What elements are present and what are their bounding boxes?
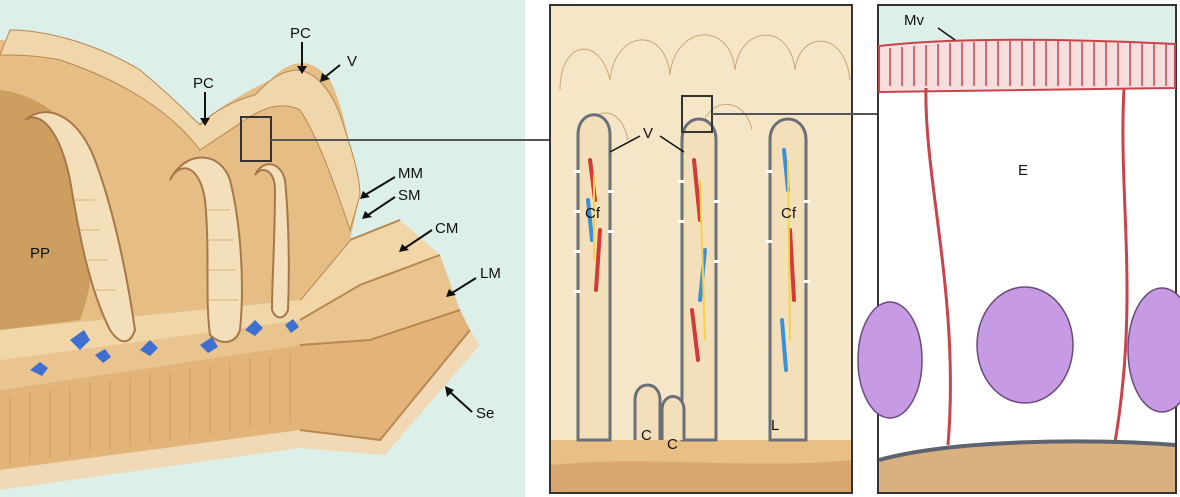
muscularis-strip xyxy=(551,460,851,492)
label-sm: SM xyxy=(398,187,421,204)
label-mv: Mv xyxy=(904,12,924,29)
label-v-left: V xyxy=(347,53,357,70)
label-pc-left: PC xyxy=(193,75,214,92)
label-l: L xyxy=(771,417,779,434)
label-cf-left: Cf xyxy=(585,205,601,222)
label-cm: CM xyxy=(435,220,458,237)
label-pc-top: PC xyxy=(290,25,311,42)
label-c-left: C xyxy=(641,427,652,444)
label-se: Se xyxy=(476,405,494,422)
label-lm: LM xyxy=(480,265,501,282)
label-c-right: C xyxy=(667,436,678,453)
villus-2 xyxy=(682,119,716,440)
label-v-mid: V xyxy=(643,125,653,142)
wall-section-panel: PP PC PC V MM SM CM LM Se xyxy=(0,0,550,497)
nucleus-left xyxy=(858,302,922,418)
nucleus-center xyxy=(977,287,1073,403)
label-cf-right: Cf xyxy=(781,205,797,222)
label-pp: PP xyxy=(30,245,50,262)
epithelium-panel: Mv E xyxy=(858,5,1180,493)
villi-panel: V Cf Cf C C L xyxy=(550,5,878,493)
label-e: E xyxy=(1018,162,1028,179)
label-mm: MM xyxy=(398,165,423,182)
villus-1 xyxy=(578,115,610,440)
